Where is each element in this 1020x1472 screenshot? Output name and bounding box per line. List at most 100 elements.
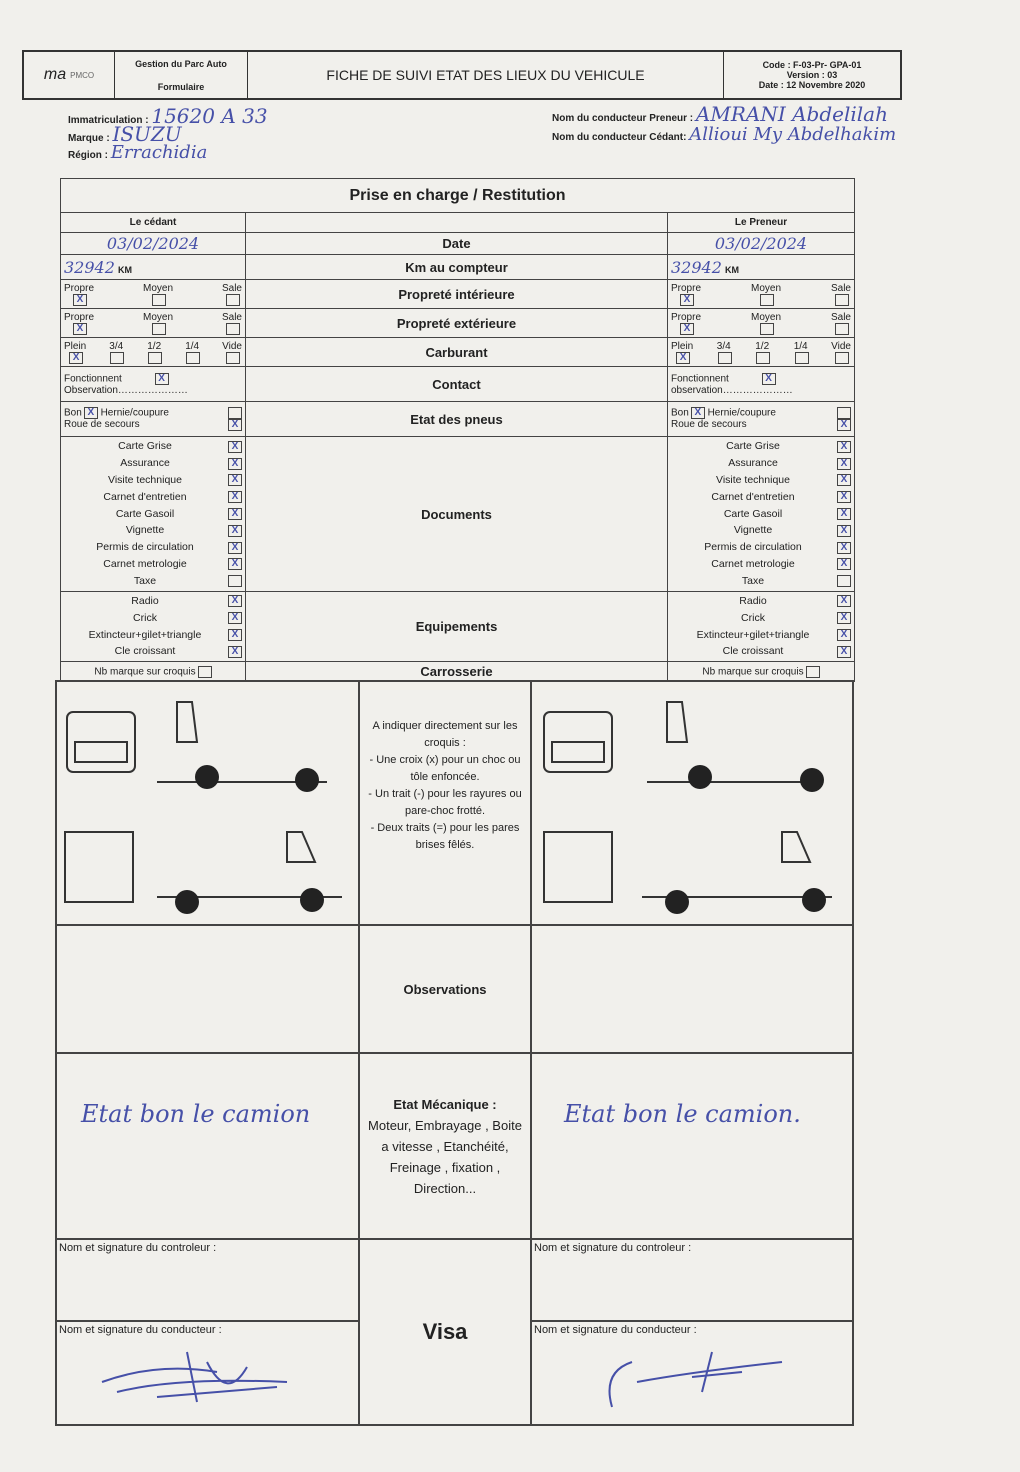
checklist-item: Assurance X: [671, 455, 851, 472]
marque-value: ISUZU: [112, 122, 182, 146]
checkbox[interactable]: X: [837, 524, 851, 537]
checkbox[interactable]: [835, 351, 850, 364]
checkbox[interactable]: X: [154, 372, 169, 385]
signature-controleur-cedant[interactable]: Nom et signature du controleur :: [56, 1239, 359, 1321]
checkbox[interactable]: [197, 665, 212, 678]
checkbox[interactable]: X: [69, 351, 84, 364]
checkbox[interactable]: [225, 293, 240, 306]
checklist-label: Taxe: [133, 574, 157, 587]
mecanique-cedant[interactable]: Etat bon le camion: [56, 1053, 359, 1239]
form-code: Code : F-03-Pr- GPA-01: [762, 60, 862, 70]
checkbox[interactable]: [228, 407, 242, 419]
checkbox[interactable]: X: [228, 474, 242, 487]
checkbox[interactable]: [225, 322, 240, 335]
checkbox[interactable]: X: [837, 541, 851, 554]
checkbox[interactable]: X: [680, 293, 694, 306]
logo-text: ma: [43, 66, 67, 83]
checkbox[interactable]: X: [228, 457, 242, 470]
checklist-label: Radio: [131, 595, 159, 607]
checkbox[interactable]: X: [837, 628, 851, 641]
checkbox[interactable]: [151, 322, 166, 335]
checkbox[interactable]: X: [228, 440, 242, 453]
signature-icon: [608, 1351, 783, 1408]
checkbox[interactable]: X: [837, 457, 851, 470]
checkbox[interactable]: X: [680, 322, 694, 335]
checkbox[interactable]: X: [228, 541, 242, 554]
checkbox[interactable]: [759, 322, 774, 335]
checkbox[interactable]: X: [837, 491, 851, 504]
checkbox[interactable]: X: [228, 507, 242, 520]
checkbox[interactable]: X: [228, 595, 242, 608]
checkbox[interactable]: [837, 407, 851, 419]
checkbox[interactable]: X: [837, 612, 851, 625]
km-unit: KM: [117, 264, 132, 275]
checklist-label: Carnet d'entretien: [103, 490, 187, 503]
checkbox[interactable]: [834, 322, 849, 335]
checkbox[interactable]: X: [228, 628, 242, 641]
croquis-instructions: A indiquer directement sur les croquis :…: [359, 681, 531, 925]
checkbox[interactable]: [226, 351, 241, 364]
checkbox[interactable]: X: [837, 440, 851, 453]
checkbox[interactable]: X: [228, 419, 242, 431]
checkbox[interactable]: [228, 575, 242, 588]
immat-label: Immatriculation :: [68, 115, 149, 126]
checkbox[interactable]: [756, 351, 771, 364]
checkbox[interactable]: X: [837, 419, 851, 431]
checkbox[interactable]: [834, 293, 849, 306]
checkbox[interactable]: X: [837, 507, 851, 520]
checklist-item: Taxe: [64, 573, 242, 590]
preneur-km: 32942: [671, 257, 722, 277]
checkbox[interactable]: X: [837, 558, 851, 571]
checkbox[interactable]: X: [837, 595, 851, 608]
checklist-label: Assurance: [728, 457, 778, 470]
checkbox[interactable]: [148, 351, 163, 364]
croquis-cedant[interactable]: [56, 681, 359, 925]
signature-controleur-preneur[interactable]: Nom et signature du controleur :: [531, 1239, 853, 1321]
checkbox[interactable]: X: [73, 322, 87, 335]
checkbox[interactable]: X: [761, 372, 776, 385]
preneur-label: Nom du conducteur Preneur :: [552, 113, 694, 124]
checkbox[interactable]: X: [837, 645, 851, 658]
checkbox[interactable]: X: [690, 407, 705, 419]
checkbox[interactable]: X: [228, 612, 242, 625]
checkbox[interactable]: X: [837, 474, 851, 487]
logo-sub: PMCO: [70, 70, 95, 80]
checkbox[interactable]: [805, 665, 820, 678]
signature-conducteur-preneur[interactable]: Nom et signature du conducteur :: [531, 1321, 853, 1425]
checklist-item: Assurance X: [64, 455, 242, 472]
checklist-label: Vignette: [733, 524, 773, 537]
checkbox[interactable]: X: [228, 524, 242, 537]
observations-label: Observations: [359, 925, 531, 1053]
checkbox[interactable]: [151, 293, 166, 306]
form-date: Date : 12 Novembre 2020: [758, 80, 866, 90]
checkbox[interactable]: [186, 351, 201, 364]
checkbox[interactable]: [837, 575, 851, 588]
croquis-preneur[interactable]: [531, 681, 853, 925]
checkbox[interactable]: X: [228, 558, 242, 571]
checkbox[interactable]: [794, 351, 809, 364]
checkbox[interactable]: [110, 351, 125, 364]
observations-preneur[interactable]: [531, 925, 853, 1053]
row-date: Date: [245, 232, 668, 255]
checkbox[interactable]: X: [676, 351, 691, 364]
checklist-label: Assurance: [120, 457, 170, 470]
mecanique-preneur[interactable]: Etat bon le camion.: [531, 1053, 853, 1239]
table-title: Prise en charge / Restitution: [60, 178, 855, 213]
checklist-item: Carnet d'entretien X: [64, 489, 242, 506]
signature-conducteur-cedant[interactable]: Nom et signature du conducteur :: [56, 1321, 359, 1425]
checkbox[interactable]: [717, 351, 732, 364]
form-version: Version : 03: [786, 70, 838, 80]
checklist-label: Extincteur+gilet+triangle: [88, 628, 202, 641]
checkbox[interactable]: X: [83, 407, 98, 419]
signature-icon: [101, 1351, 288, 1403]
checkbox[interactable]: X: [73, 293, 87, 306]
checkbox[interactable]: X: [228, 491, 242, 504]
observations-cedant[interactable]: [56, 925, 359, 1053]
checkbox[interactable]: X: [228, 645, 242, 658]
checkbox[interactable]: [759, 293, 774, 306]
row-documents: Documents: [245, 436, 668, 592]
preneur-date: 03/02/2024: [667, 232, 855, 255]
checklist-label: Carte Gasoil: [115, 507, 175, 520]
